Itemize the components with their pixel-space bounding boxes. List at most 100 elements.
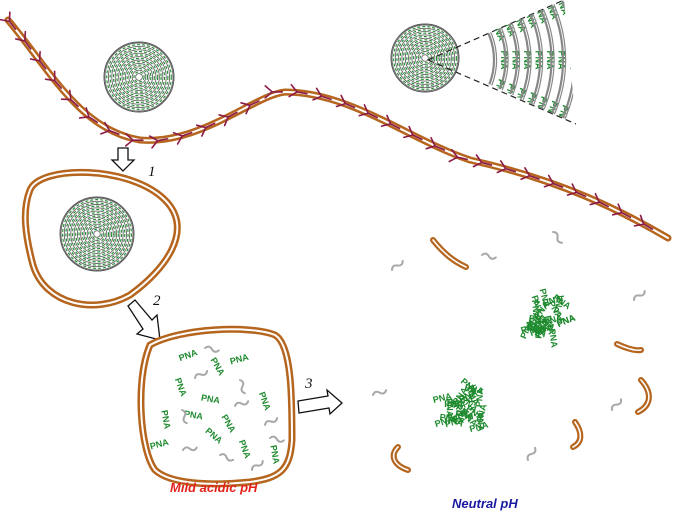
svg-text:PNA: PNA [183,408,204,421]
svg-text:PNA: PNA [499,50,509,70]
svg-text:PNA: PNA [543,315,557,336]
strand-fragment [269,435,285,443]
step-2-label: 2 [153,293,161,309]
svg-text:PNA: PNA [474,403,488,424]
svg-text:PNA: PNA [538,287,553,308]
svg-text:PNA: PNA [490,78,507,100]
svg-text:PNA: PNA [529,316,549,326]
svg-text:PNA: PNA [528,313,549,326]
step-3-arrow: 3 [297,376,343,416]
y-receptor-icon [611,203,632,219]
svg-text:PNA: PNA [149,437,170,452]
y-receptor-icon [633,214,654,230]
svg-text:PNA: PNA [237,438,253,460]
y-receptor-icon [288,83,308,98]
mild-acidic-ph-label: Mild acidic pH [170,480,258,495]
y-receptor-icon [403,125,423,141]
strand-fragment [481,252,497,260]
strand-fragment [181,409,188,425]
y-receptor-icon [100,121,120,135]
y-receptor-icon [240,100,260,115]
zoom-guide-line-bottom [427,59,577,125]
y-receptor-icon [264,85,284,99]
svg-text:PNA: PNA [557,50,567,70]
strand-fragment [526,446,537,461]
svg-text:PNA: PNA [511,50,521,70]
svg-text:PNA: PNA [454,408,475,421]
svg-text:PNA: PNA [464,382,485,396]
strand-fragment [251,460,264,471]
step-1-arrow: 1 [110,147,156,180]
svg-text:PNA: PNA [547,328,560,349]
y-receptor-icon [543,174,564,188]
svg-text:PNA: PNA [203,426,224,446]
strand-fragment [264,417,279,426]
endosome [21,168,181,309]
svg-text:PNA: PNA [220,413,238,435]
process-arrow-icon [127,299,161,341]
strand-fragment [234,400,250,407]
svg-text:PNA: PNA [468,419,489,434]
svg-text:PNA: PNA [447,399,467,410]
y-receptor-icon [124,133,144,147]
svg-text:PNA: PNA [552,293,566,314]
strand-fragment [391,260,404,271]
y-receptor-icon [380,114,401,130]
svg-text:PNA: PNA [177,347,199,363]
svg-text:PNA: PNA [475,412,486,432]
y-receptor-icon [218,111,238,127]
y-receptor-icon [425,136,446,151]
nanoparticle-in-endosome [59,196,135,272]
y-receptor-icon [472,154,493,168]
strand-fragment [194,370,209,379]
svg-text:PNA: PNA [533,322,554,335]
cytosol-fragments [372,231,652,473]
y-receptor-icon [566,183,587,198]
svg-text:PNA: PNA [200,392,221,405]
membrane-fragment [635,377,652,415]
svg-text:PNA: PNA [257,390,273,412]
strand-fragment [204,345,220,353]
svg-text:PNA: PNA [522,50,532,70]
strand-fragment [372,389,388,396]
y-receptor-icon [358,104,378,119]
process-arrow-icon [110,147,136,172]
svg-text:PNA: PNA [568,50,578,70]
strand-fragment [182,446,198,452]
layered-nanoparticle-icon [390,23,460,93]
y-receptor-icon [44,70,63,89]
y-receptor-icon [520,167,540,181]
y-receptor-icon [14,30,32,50]
svg-text:PNA: PNA [209,356,227,378]
y-receptor-icon [148,135,169,149]
strand-fragment [239,379,246,395]
y-receptor-icon [589,192,609,208]
svg-text:PNA: PNA [533,319,545,339]
receptor-group [0,11,654,230]
svg-text:PNA: PNA [439,412,459,424]
strand-fragment [552,231,563,244]
y-receptor-icon [29,50,47,70]
membrane-fragment [430,237,469,270]
svg-text:PNA: PNA [454,403,467,424]
strand-fragment [219,453,235,462]
svg-text:PNA: PNA [444,415,465,430]
svg-text:PNA: PNA [444,398,455,418]
step-3-label: 3 [304,376,313,392]
svg-text:PNA: PNA [545,50,555,70]
svg-text:PNA: PNA [173,376,189,398]
process-arrow-icon [297,388,343,416]
svg-text:PNA: PNA [542,293,563,308]
svg-text:PNA: PNA [444,399,464,409]
pna-aggregate-upper: PNAPNAPNAPNAPNAPNAPNAPNAPNAPNAPNAPNAPNAP… [518,287,577,348]
svg-text:PNA: PNA [474,387,486,407]
y-receptor-icon [335,94,356,109]
svg-text:PNA: PNA [432,391,453,405]
strand-fragment [610,398,623,411]
y-receptor-icon [172,131,193,145]
step-2-arrow: 2 [127,293,161,341]
